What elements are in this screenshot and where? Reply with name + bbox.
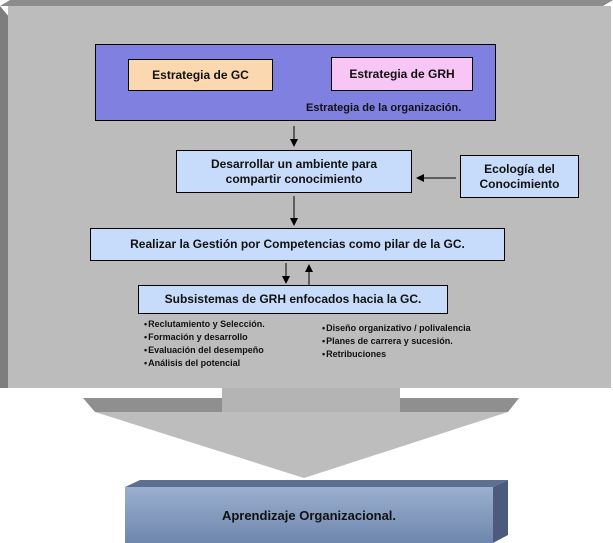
big-arrow-shade [222,388,400,412]
subsystems-list-left: Reclutamiento y Selección. Formación y d… [144,318,265,370]
list-item: Reclutamiento y Selección. [144,318,265,331]
result-top-face [125,480,508,487]
panel-left-face [0,6,10,388]
list-item: Evaluación del desempeño [144,344,265,357]
subsystems-list-right: Diseño organizativo / polivalencia Plane… [322,322,471,361]
environment-box: Desarrollar un ambiente para compartir c… [176,150,412,193]
competencies-box: Realizar la Gestión por Competencias com… [90,228,505,261]
result-label: Aprendizaje Organizacional. [221,507,397,523]
gc-strategy-label: Estrategia de GC [152,67,249,82]
list-item: Análisis del potencial [144,357,265,370]
panel-top-face [0,0,613,6]
gc-strategy-box: Estrategia de GC [128,59,273,91]
grh-strategy-label: Estrategia de GRH [349,66,455,81]
list-item: Formación y desarrollo [144,331,265,344]
subsystems-label: Subsistemas de GRH enfocados hacia la GC… [164,292,422,306]
subsystems-box: Subsistemas de GRH enfocados hacia la GC… [138,285,448,314]
competencies-label: Realizar la Gestión por Competencias com… [130,237,465,251]
ecology-line-1: Ecología del [484,161,555,176]
list-item: Diseño organizativo / polivalencia [322,322,471,335]
big-down-arrow [95,388,508,478]
result-right-face [493,480,508,543]
ecology-line-2: Conocimiento [479,176,560,191]
result-box: Aprendizaje Organizacional. [125,487,493,543]
list-item: Retribuciones [322,348,471,361]
list-item: Planes de carrera y sucesión. [322,335,471,348]
environment-line-1: Desarrollar un ambiente para [210,156,378,171]
ecology-box: Ecología del Conocimiento [460,155,579,198]
environment-line-2: compartir conocimiento [225,171,363,186]
grh-strategy-box: Estrategia de GRH [331,57,473,91]
organization-strategy-label: Estrategia de la organización. [306,102,462,114]
